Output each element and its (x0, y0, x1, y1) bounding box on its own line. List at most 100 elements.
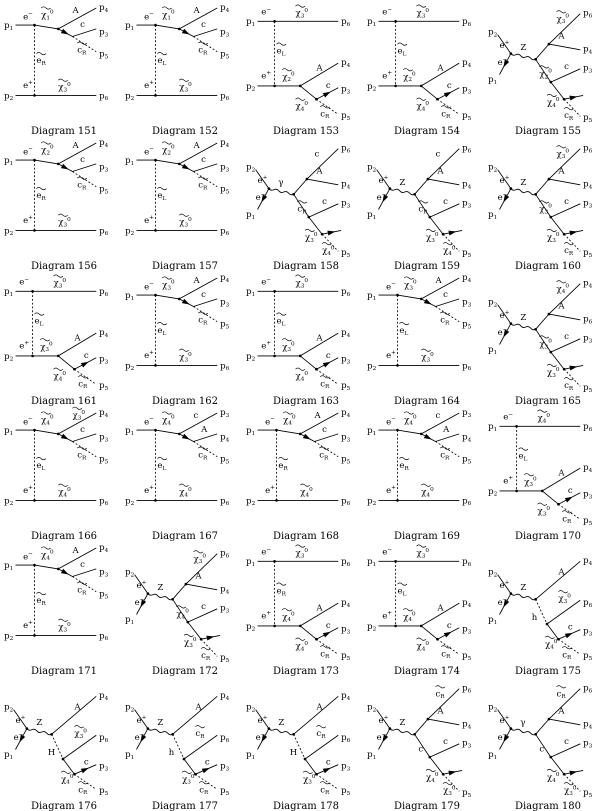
label-p2: p2 (4, 496, 13, 507)
label-p2: p2 (246, 622, 255, 633)
vertex-dot (396, 364, 399, 367)
out-a (306, 178, 339, 186)
label-p1: p1 (4, 750, 13, 761)
label-p1: p1 (125, 21, 134, 32)
higgs-line (51, 734, 64, 760)
label-p6: p6 (583, 9, 592, 20)
out-a (179, 412, 218, 435)
label-out-squark: χ30 (564, 785, 577, 797)
label-p6: p6 (341, 496, 350, 507)
out-squark (200, 638, 218, 657)
label-out-squark: cR (198, 46, 208, 57)
label-out-squark: cR (562, 650, 572, 661)
label-out-f: c (322, 425, 327, 435)
label-neutralino-top: χ40 (283, 415, 296, 427)
label-out-squark-tilde (563, 377, 574, 381)
label-t1: cR (195, 729, 205, 740)
label-out-squark-tilde (561, 646, 572, 650)
out-f2-arrowhead (569, 230, 578, 236)
label-neutralino-bottom: χ40 (179, 487, 192, 499)
label-pa: p4 (462, 180, 471, 191)
vertex-dot (33, 634, 36, 637)
boson-line (510, 593, 536, 601)
neutralino-inner (299, 625, 317, 640)
label-out-squark: χ40 (443, 245, 456, 257)
label-ps: p5 (341, 786, 350, 797)
out-a (172, 695, 218, 735)
label-p1: p1 (246, 210, 255, 221)
out-f-arrowhead (322, 361, 331, 368)
label-out-squark-tilde (77, 781, 88, 785)
label-ps: p5 (462, 651, 471, 662)
out-f (72, 28, 97, 37)
label-neutralino-top-tilde (161, 6, 172, 10)
label-out-squark: cR (562, 514, 572, 525)
label-pf: p3 (583, 334, 592, 345)
out-a (421, 412, 460, 435)
out-squark (558, 638, 581, 655)
out-squark (437, 638, 460, 655)
label-propagator-tilde (36, 592, 47, 596)
out-f (193, 433, 218, 442)
label-pf: p3 (99, 762, 108, 773)
label-p6: p6 (220, 361, 229, 372)
label-p6: p6 (341, 557, 350, 568)
diagram-caption: Diagram 177 (152, 801, 218, 811)
label-out-f: c (201, 155, 206, 165)
label-e-minus: e− (23, 147, 33, 158)
label-neutralino-top-tilde (403, 411, 414, 415)
in-line-p2 (134, 574, 149, 594)
label-p6: p6 (99, 226, 108, 237)
label-ps: p5 (99, 381, 108, 392)
boson-line (389, 728, 415, 736)
label-t2-tilde (539, 335, 550, 339)
label-p1: p1 (125, 615, 134, 626)
label-propagator: eR (399, 461, 409, 472)
out-upper (548, 283, 581, 315)
neutralino-inner (299, 355, 317, 370)
label-neutralino-top-tilde (537, 409, 548, 413)
label-higgs: H (48, 748, 55, 758)
label-t1-tilde (556, 280, 567, 284)
label-p1: p1 (488, 750, 497, 761)
label-p6: p6 (462, 361, 471, 372)
label-e-minus: e− (23, 552, 33, 563)
in-line-p2 (497, 574, 512, 594)
label-out-squark: cR (320, 109, 330, 120)
label-neutralino-top-tilde (161, 276, 172, 280)
vertex-dot (273, 289, 276, 293)
label-e-plus: e+ (500, 175, 510, 186)
label-ps: p5 (220, 49, 229, 60)
label-t2-tilde (297, 200, 308, 204)
label-pa: p4 (220, 138, 229, 149)
out-upper (548, 148, 581, 180)
label-out-squark-tilde (563, 242, 574, 246)
in-line-p2 (255, 169, 270, 189)
label-out-squark-tilde (319, 105, 330, 109)
vertex-dot (275, 499, 278, 502)
label-propagator: eL (157, 191, 166, 202)
label-out-f: c (205, 758, 210, 768)
label-propagator-tilde (518, 447, 529, 451)
label-p2: p2 (246, 352, 255, 363)
neutralino-top (155, 429, 180, 435)
label-p6: p6 (341, 733, 350, 744)
t1-line (414, 178, 429, 195)
label-neutralino-bottom-tilde (179, 348, 189, 352)
label-propagator: eR (36, 596, 46, 607)
label-higgs: h (169, 748, 175, 758)
label-out-squark-tilde (77, 446, 87, 450)
diagram-caption: Diagram 155 (515, 126, 581, 137)
label-neutralino-top-tilde (161, 411, 172, 415)
label-out-a: A (435, 276, 443, 286)
out-a (548, 43, 581, 51)
out-upper (548, 13, 581, 45)
out-a (293, 695, 339, 735)
t1-line (293, 178, 308, 195)
t3-line (429, 756, 444, 775)
